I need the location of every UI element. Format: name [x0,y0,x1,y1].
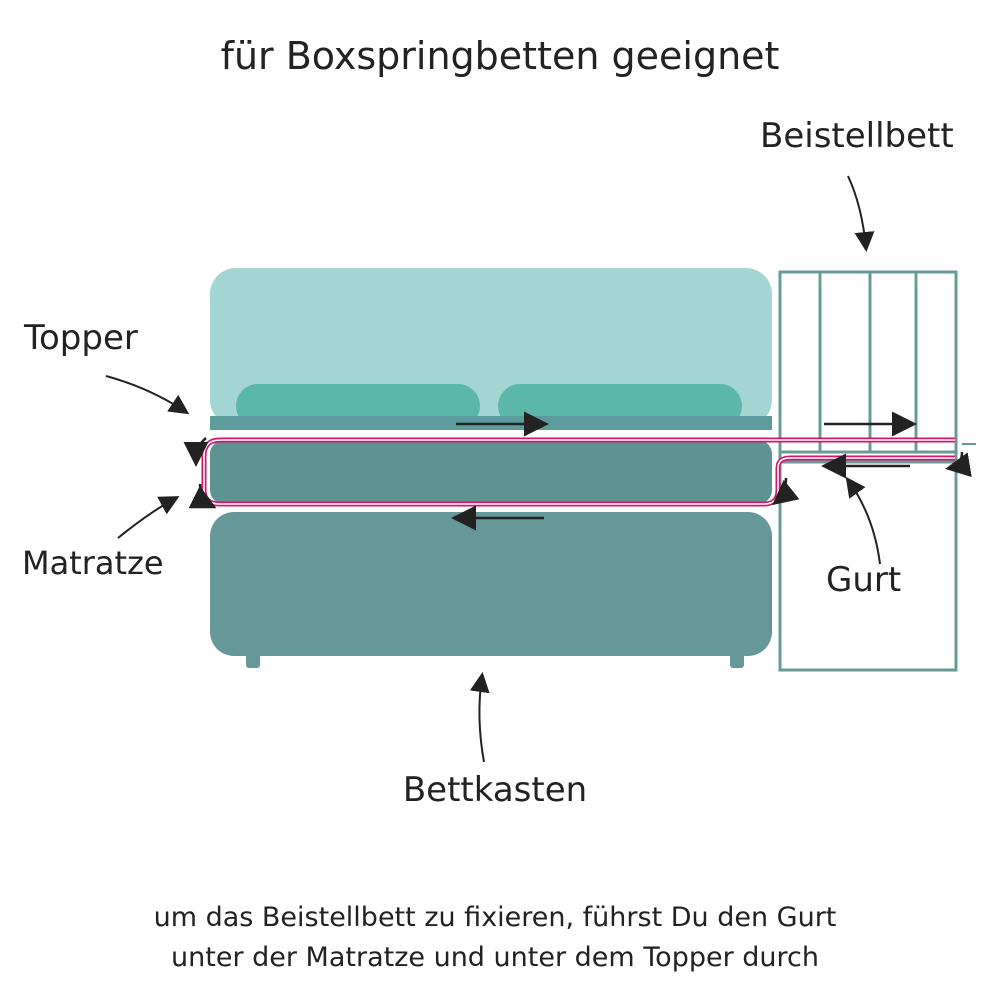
bed-box [210,512,772,656]
pointer-bettkasten-icon [469,672,490,763]
pointer-matratze-icon [117,496,180,539]
strap-direction-arrows [183,411,972,531]
label-pointers [105,175,881,763]
bed-foot-left [246,652,260,668]
diagram-title: für Boxspringbetten geeignet [220,34,780,78]
label-matratze: Matratze [22,544,164,582]
caption: um das Beistellbett zu fixieren, führst … [0,898,990,978]
label-bettkasten: Bettkasten [402,770,588,810]
crib [778,270,958,672]
label-beistellbett: Beistellbett [760,116,954,156]
pointer-beistellbett-icon [847,175,875,252]
caption-line-1: um das Beistellbett zu fixieren, führst … [153,902,837,933]
bed-foot-right [730,652,744,668]
caption-line-2: unter der Matratze und unter dem Topper … [171,942,819,973]
label-topper: Topper [24,318,138,358]
pointer-gurt-icon [845,476,881,565]
label-gurt: Gurt [826,560,902,600]
pointer-topper-icon [105,375,190,415]
mattress [210,440,772,504]
